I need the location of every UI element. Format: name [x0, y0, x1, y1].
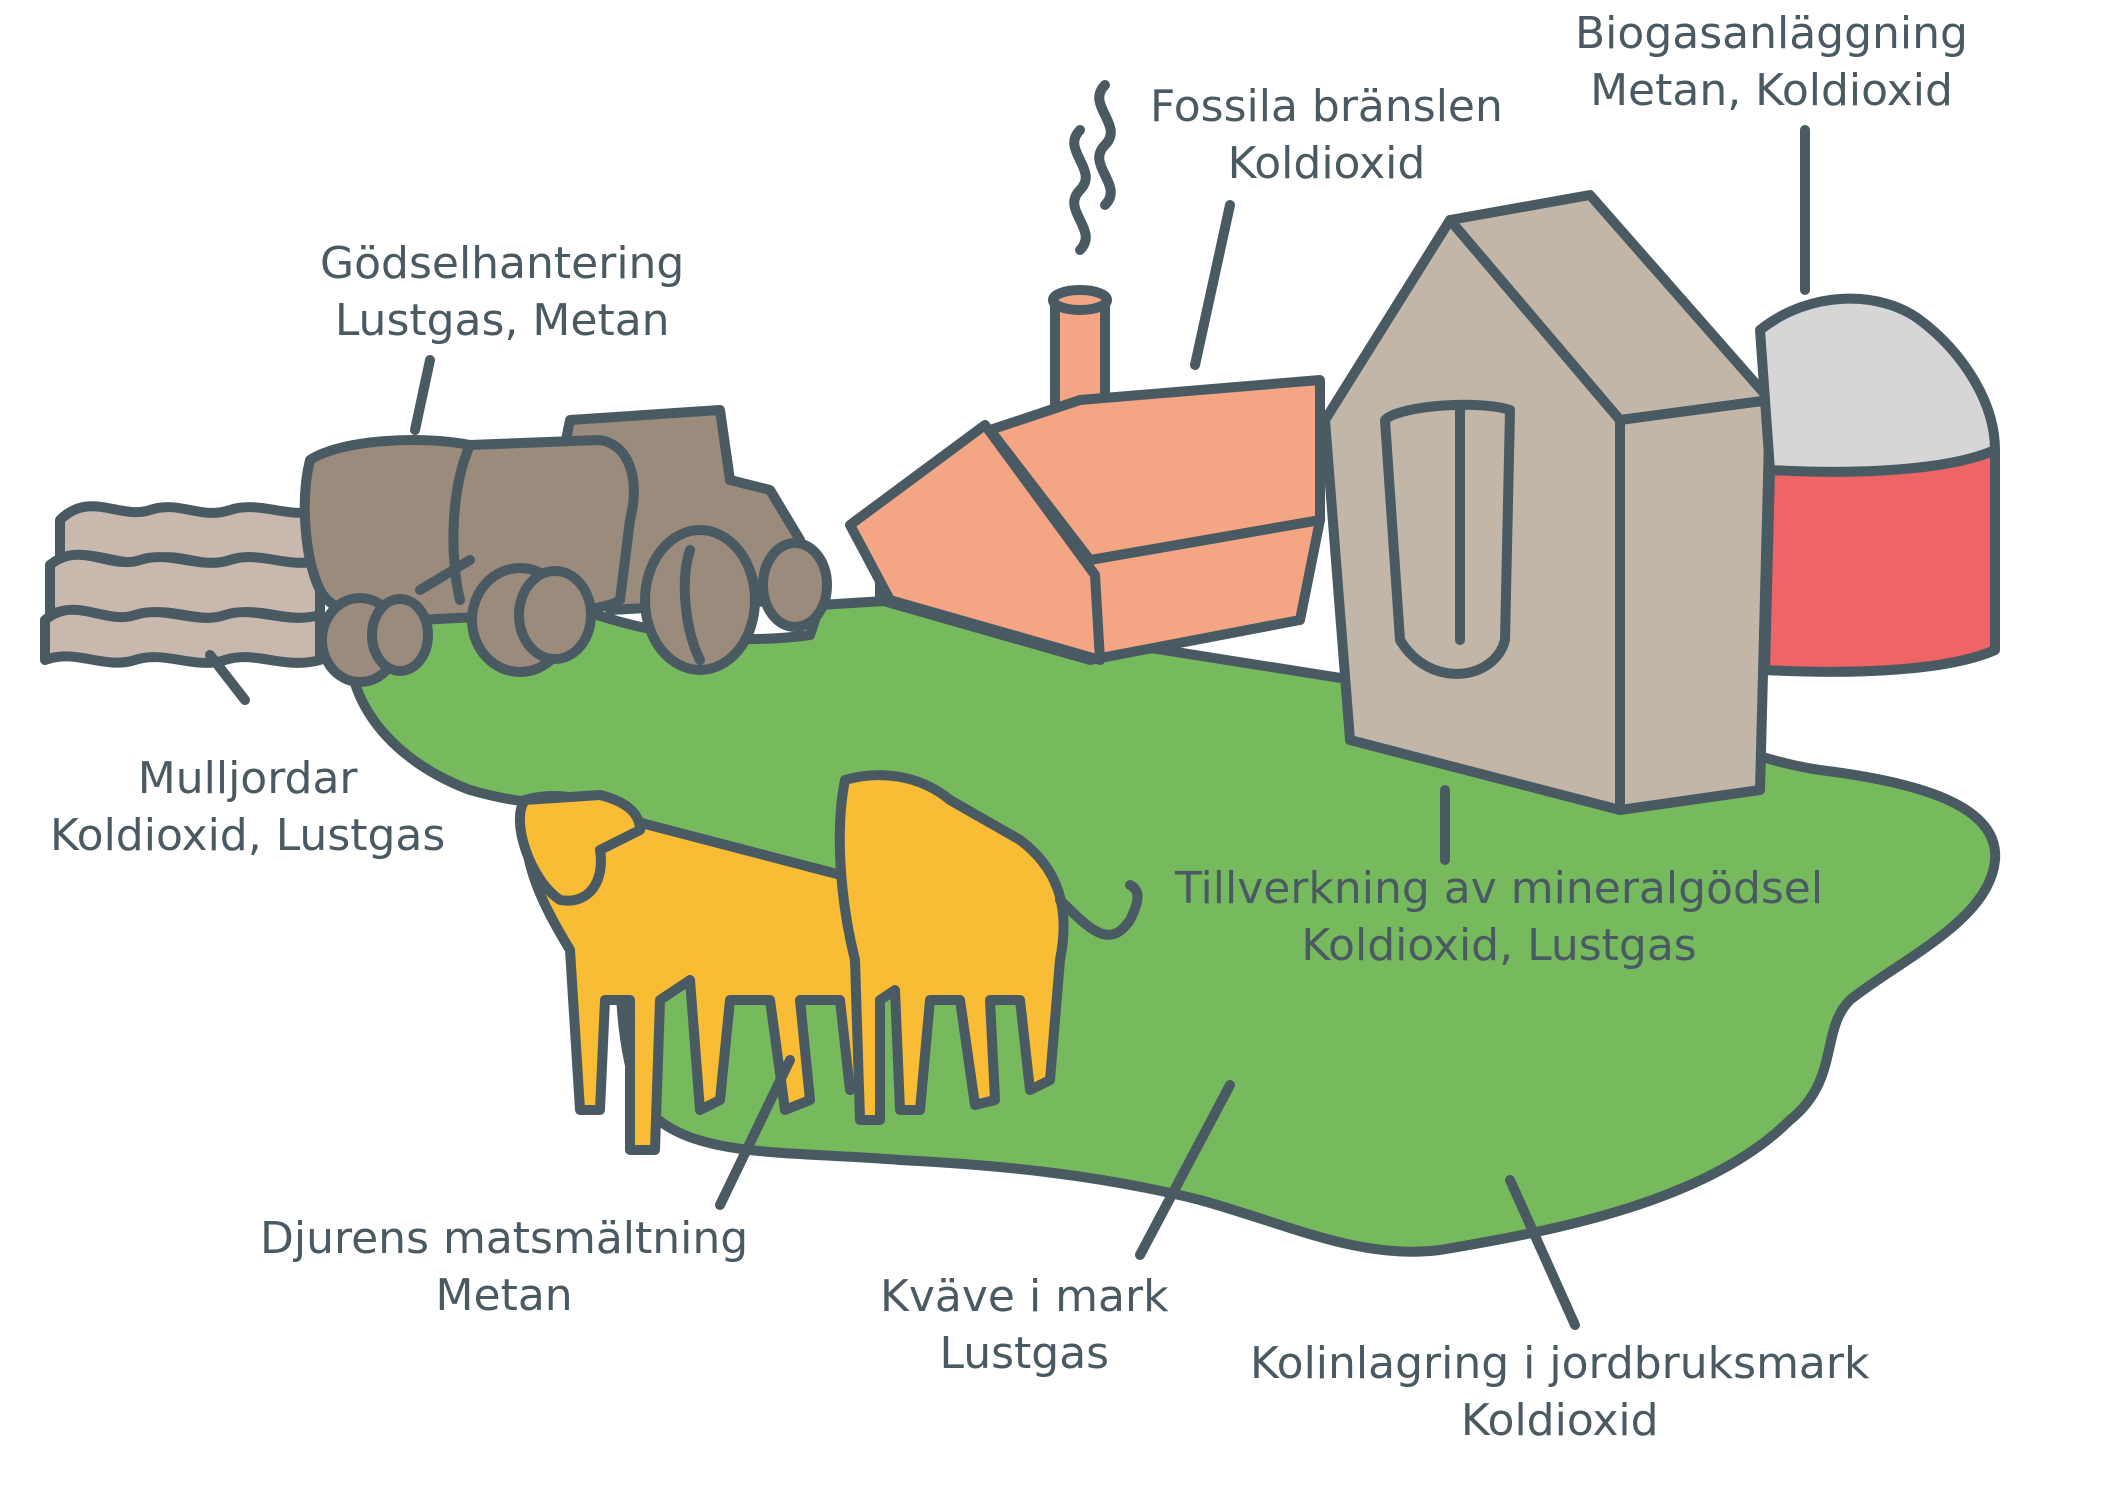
- biogas-title: Biogasanläggning: [1575, 8, 1968, 59]
- label-carbon-storage: Kolinlagring i jordbruksmark Koldioxid: [1250, 1335, 1869, 1449]
- label-fertilizer-production: Tillverkning av mineralgödsel Koldioxid,…: [1175, 860, 1823, 974]
- label-biogas-plant: Biogasanläggning Metan, Koldioxid: [1575, 5, 1968, 119]
- carbon-title: Kolinlagring i jordbruksmark: [1250, 1338, 1870, 1389]
- peat-gases: Koldioxid, Lustgas: [50, 810, 446, 861]
- fertilizer-gases: Koldioxid, Lustgas: [1301, 920, 1697, 971]
- peat-title: Mulljordar: [137, 753, 358, 804]
- biogas-gases: Metan, Koldioxid: [1590, 65, 1953, 116]
- digestion-title: Djurens matsmältning: [260, 1213, 749, 1264]
- label-animal-digestion: Djurens matsmältning Metan: [260, 1210, 748, 1324]
- manure-gases: Lustgas, Metan: [334, 295, 670, 346]
- label-soil-nitrogen: Kväve i mark Lustgas: [880, 1268, 1169, 1382]
- cow-right: [834, 770, 1143, 1125]
- fertilizer-factory: [1320, 190, 1775, 815]
- nitrogen-gases: Lustgas: [939, 1328, 1110, 1379]
- carbon-gases: Koldioxid: [1460, 1395, 1659, 1446]
- barn: [845, 285, 1325, 665]
- peat-soil-waves: [40, 501, 325, 668]
- manure-title: Gödselhantering: [320, 238, 685, 289]
- biogas-plant: [1755, 293, 2000, 677]
- fossil-gases: Koldioxid: [1227, 138, 1426, 189]
- label-manure-handling: Gödselhantering Lustgas, Metan: [320, 235, 684, 349]
- tractor-with-manure-spreader: [299, 405, 832, 687]
- fossil-title: Fossila bränslen: [1150, 81, 1503, 132]
- label-fossil-fuels: Fossila bränslen Koldioxid: [1150, 78, 1503, 192]
- digestion-gases: Metan: [435, 1270, 573, 1321]
- label-peat-soils: Mulljordar Koldioxid, Lustgas: [50, 750, 445, 864]
- fertilizer-title: Tillverkning av mineralgödsel: [1175, 863, 1824, 914]
- nitrogen-title: Kväve i mark: [880, 1271, 1169, 1322]
- leader-lines: [205, 80, 1810, 1330]
